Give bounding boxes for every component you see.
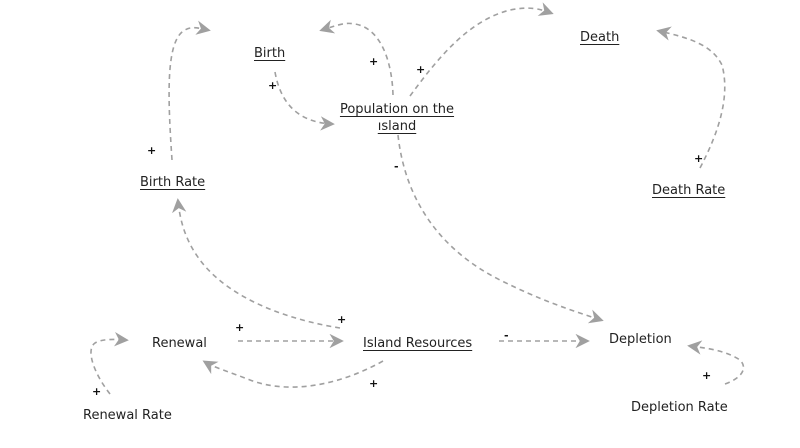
polarity-resources-birthrate: +	[337, 313, 347, 326]
node-renewal[interactable]: Renewal	[152, 336, 207, 351]
node-population[interactable]: Population on the ısland	[338, 101, 456, 135]
polarity-deathrate-death: +	[694, 152, 704, 165]
polarity-birth-population: +	[268, 79, 278, 92]
polarity-resources-depletion: -	[504, 329, 509, 342]
polarity-population-birth: +	[369, 55, 379, 68]
link-resources-renewal	[202, 360, 384, 388]
polarity-resources-renewal: +	[369, 377, 379, 390]
polarity-population-depletion: -	[394, 160, 399, 173]
link-resources-birthrate	[172, 198, 341, 329]
link-population-depletion	[397, 134, 604, 324]
link-population-death	[409, 2, 554, 97]
node-depletion-rate[interactable]: Depletion Rate	[631, 400, 728, 415]
polarity-population-death: +	[416, 63, 426, 76]
link-birth-population	[274, 71, 335, 131]
polarity-renewalrate-renewal: +	[92, 385, 102, 398]
polarity-depletionrate-depletion: +	[702, 369, 712, 382]
node-birth[interactable]: Birth	[254, 46, 286, 61]
node-birth-rate[interactable]: Birth Rate	[140, 175, 206, 190]
node-death-rate[interactable]: Death Rate	[652, 183, 726, 198]
link-deathrate-death	[656, 26, 726, 169]
node-population-line2: ısland	[377, 119, 417, 134]
link-depletionrate-depletion	[687, 340, 745, 385]
polarity-renewal-resources: +	[235, 321, 245, 334]
node-renewal-rate[interactable]: Renewal Rate	[83, 408, 172, 423]
link-population-birth	[319, 19, 394, 96]
node-island-resources[interactable]: Island Resources	[363, 336, 473, 351]
node-depletion[interactable]: Depletion	[609, 332, 672, 347]
link-renewalrate-renewal	[90, 331, 129, 395]
polarity-birthrate-birth: +	[147, 144, 157, 157]
node-death[interactable]: Death	[580, 30, 620, 45]
node-population-line1: Population on the	[339, 102, 455, 117]
link-birthrate-birth	[168, 20, 211, 161]
